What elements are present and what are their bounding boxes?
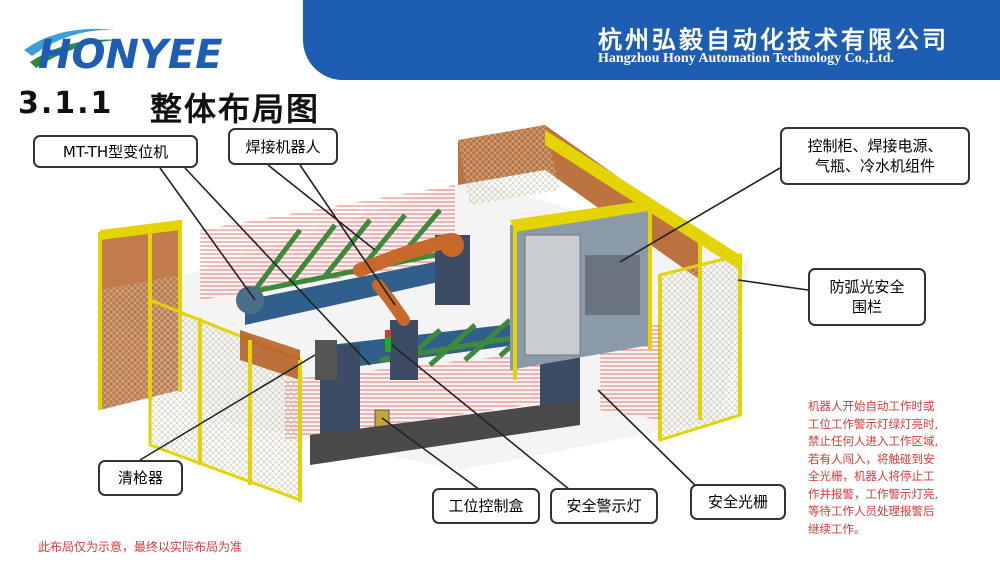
back-positioner-frame [245, 255, 470, 325]
label-welding-robot: 焊接机器人 [228, 128, 338, 165]
logo-swoosh [24, 28, 115, 56]
honyee-logo: HONYEE [24, 28, 223, 72]
page-title: 整体布局图 [150, 90, 321, 128]
base-platform [310, 400, 580, 465]
note-line: 工位工作警示灯绿灯亮时, [808, 416, 939, 431]
label-arc-fence: 防弧光安全 围栏 [808, 268, 926, 326]
front-robot-base [390, 320, 418, 380]
label-control-cabinet: 控制柜、焊接电源、 气瓶、冷水机组件 [780, 127, 970, 185]
logo-swoosh-green [30, 39, 120, 68]
note-line: 若有人闯入，将触碰到安 [808, 451, 935, 466]
leader-lines [139, 164, 809, 491]
label-gun-cleaner: 清枪器 [98, 460, 183, 496]
company-name-cn: 杭州弘毅自动化技术有限公司 [598, 25, 949, 54]
header-band [303, 0, 1000, 80]
label-station-control-box: 工位控制盒 [432, 488, 540, 524]
cabinet-frame-top [510, 200, 655, 232]
note-line: 作并报警，工作警示灯亮, [808, 486, 939, 501]
logo-text: HONYEE [38, 32, 223, 72]
welding-power-unit [585, 255, 640, 315]
label-light-curtain: 安全光栅 [690, 484, 786, 520]
company-name-en: Hangzhou Hony Automation Technology Co.,… [598, 51, 895, 66]
warning-light-tower [385, 330, 391, 352]
footer-note: 此布局仅为示意，最终以实际布局为准 [38, 540, 243, 554]
control-cabinet [524, 234, 581, 356]
front-fence-wall [240, 330, 300, 380]
back-robot-arm [353, 233, 457, 277]
warning-light-red [385, 330, 391, 337]
note-line: 等待工作人员处理报警后 [808, 504, 935, 518]
left-fence-rail [100, 220, 180, 240]
note-line: 禁止任何人进入工作区域, [808, 434, 939, 448]
label-positioner: MT-TH型变位机 [33, 135, 198, 168]
gun-cleaner-unit [315, 340, 337, 380]
section-number: 3.1.1 [18, 86, 114, 121]
note-line: 全光栅，机器人将停止工 [808, 469, 935, 483]
label-warning-light: 安全警示灯 [550, 488, 658, 524]
back-positioner-head [236, 286, 264, 314]
back-fence-mesh [458, 125, 560, 205]
note-line: 机器人开始自动工作时或 [808, 399, 935, 413]
safety-note: 机器人开始自动工作时或 工位工作警示灯绿灯亮时, 禁止任何人进入工作区域, 若有… [808, 398, 998, 538]
front-robot-arm [372, 279, 410, 326]
back-robot-joint [440, 233, 464, 257]
light-curtain-back [200, 185, 455, 300]
note-line: 继续工作。 [808, 521, 866, 536]
right-fence-rail [545, 130, 740, 270]
